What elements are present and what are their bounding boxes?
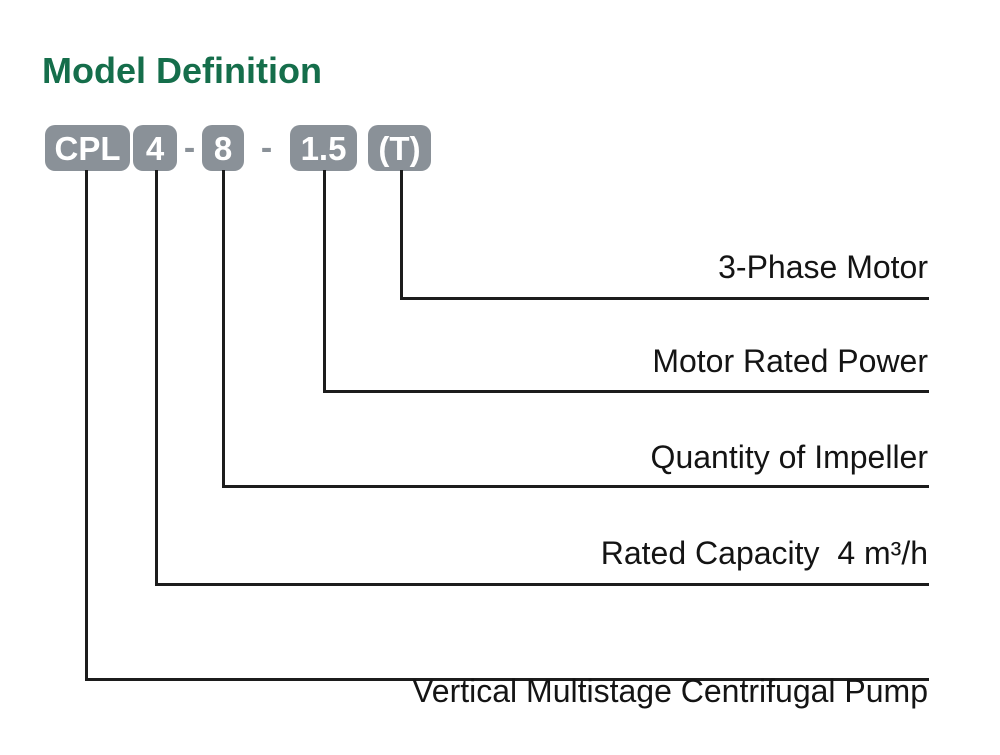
leader-line-power-horizontal xyxy=(323,390,929,393)
leader-line-capacity-horizontal xyxy=(155,583,929,586)
separator-dash: - xyxy=(183,129,196,167)
model-segment-power: 1.5 xyxy=(290,125,357,171)
leader-line-phase-horizontal xyxy=(400,297,929,300)
callout-label-power: Motor Rated Power xyxy=(652,343,928,379)
leader-line-capacity-vertical xyxy=(155,170,158,583)
callout-label-impellers: Quantity of Impeller xyxy=(650,439,928,475)
page-title: Model Definition xyxy=(42,50,322,91)
leader-line-phase-vertical xyxy=(400,170,403,297)
model-segment-impellers: 8 xyxy=(202,125,244,171)
callout-label-capacity: Rated Capacity 4 m³/h xyxy=(600,535,928,571)
model-segment-series: CPL xyxy=(45,125,130,171)
separator-dash: - xyxy=(260,129,273,167)
leader-line-series-horizontal xyxy=(85,678,929,681)
callout-label-series-line1: Vertical Multistage Centrifugal Pump xyxy=(412,673,928,709)
leader-line-impellers-vertical xyxy=(222,170,225,485)
callout-label-series: Vertical Multistage Centrifugal Pump (Bo… xyxy=(412,596,928,755)
callout-label-phase: 3-Phase Motor xyxy=(718,249,928,285)
model-segment-phase: (T) xyxy=(368,125,431,171)
model-segment-capacity: 4 xyxy=(133,125,177,171)
leader-line-power-vertical xyxy=(323,170,326,390)
leader-line-series-vertical xyxy=(85,170,88,678)
leader-line-impellers-horizontal xyxy=(222,485,929,488)
